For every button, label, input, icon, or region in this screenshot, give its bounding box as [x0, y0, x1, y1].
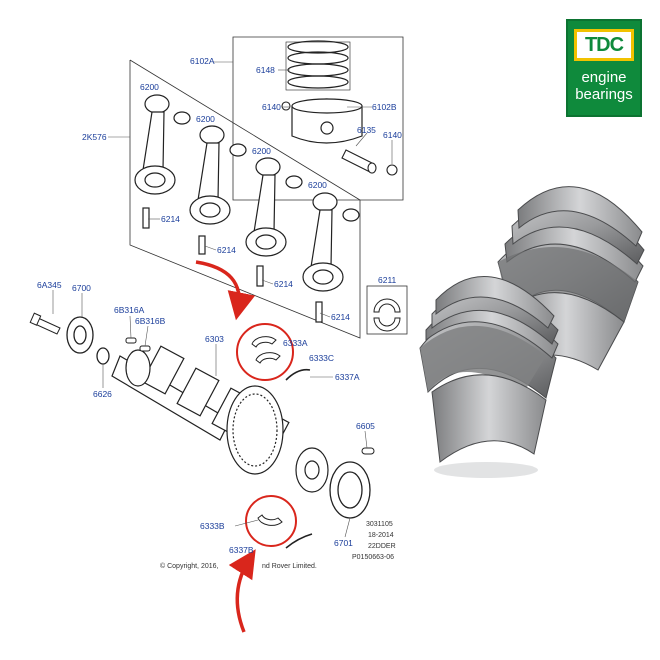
- label-6102A: 6102A: [190, 56, 215, 66]
- label-6214-a: 6214: [161, 214, 180, 224]
- flywheel-icon: [226, 385, 284, 475]
- label-6B316B: 6B316B: [135, 316, 166, 326]
- bolt-icon: [29, 312, 61, 335]
- piston-rings-icon: [285, 40, 351, 91]
- label-6626: 6626: [93, 389, 112, 399]
- reference-3: 22DDER: [368, 543, 396, 550]
- label-6211: 6211: [378, 275, 397, 285]
- label-6337A: 6337A: [335, 372, 360, 382]
- label-6A345: 6A345: [37, 280, 62, 290]
- tdc-logo-line-1: engine: [581, 69, 627, 86]
- label-6303: 6303: [205, 334, 224, 344]
- label-6701: 6701: [334, 538, 353, 548]
- conrod-group: [129, 59, 361, 339]
- crank-snout-icon: [295, 447, 329, 493]
- tdc-logo-line-2: bearings: [575, 86, 633, 103]
- label-6200-d: 6200: [308, 180, 327, 190]
- diagram-footer: © Copyright, 2016, nd Rover Limited. 303…: [160, 521, 396, 570]
- label-6200-a: 6200: [140, 82, 159, 92]
- rear-seal-icon: [329, 461, 371, 519]
- piston-pin-icon: [341, 149, 377, 174]
- label-6605: 6605: [356, 421, 375, 431]
- reference-2: 18-2014: [368, 532, 394, 539]
- label-6200-c: 6200: [252, 146, 271, 156]
- red-arrow-bottom: [228, 549, 256, 633]
- label-6148: 6148: [256, 65, 275, 75]
- label-6140-b: 6140: [383, 130, 402, 140]
- label-6333A: 6333A: [283, 338, 308, 348]
- part-labels: 6102A 6148 6140 6102B 6135 6140 2K576 62…: [37, 56, 402, 555]
- label-6200-b: 6200: [196, 114, 215, 124]
- label-6214-d: 6214: [331, 312, 350, 322]
- main-bearing-upper-icon: [251, 336, 281, 364]
- leader-lines: [52, 61, 393, 538]
- conrod-icon: [134, 94, 360, 323]
- thrust-washer-icon: [285, 368, 313, 549]
- front-seal-icon: [66, 316, 94, 354]
- label-6102B: 6102B: [372, 102, 397, 112]
- label-6140-a: 6140: [262, 102, 281, 112]
- main-bearing-lower-icon: [257, 514, 283, 526]
- dowel-icon: [125, 337, 375, 455]
- label-6333B: 6333B: [200, 521, 225, 531]
- copyright-text: © Copyright, 2016,: [160, 562, 219, 570]
- red-arrow-top: [195, 260, 256, 321]
- highlight-circle-main-upper: [236, 323, 294, 381]
- copyright-tail-text: nd Rover Limited.: [262, 563, 317, 570]
- reference-4: P0150663-06: [352, 554, 394, 561]
- label-6214-c: 6214: [274, 279, 293, 289]
- label-2K576: 2K576: [82, 132, 107, 142]
- piston-icon: [291, 98, 363, 144]
- circlip-icon: [281, 101, 398, 176]
- label-6214-b: 6214: [217, 245, 236, 255]
- bearing-shells-photo: [419, 186, 645, 478]
- label-6700: 6700: [72, 283, 91, 293]
- tdc-logo-mark: TDC: [574, 29, 634, 61]
- label-6B316A: 6B316A: [114, 305, 145, 315]
- o-ring-icon: [96, 347, 110, 365]
- tdc-logo: TDC engine bearings: [566, 19, 642, 117]
- label-6135: 6135: [357, 125, 376, 135]
- reference-1: 3031105: [366, 521, 393, 528]
- label-6333C: 6333C: [309, 353, 334, 363]
- bearing-box-6211: [366, 285, 408, 335]
- bearing-stack-front: [419, 276, 559, 478]
- highlight-circle-main-lower: [245, 495, 297, 547]
- label-6337B: 6337B: [229, 545, 254, 555]
- tdc-logo-mark-text: TDC: [584, 33, 624, 56]
